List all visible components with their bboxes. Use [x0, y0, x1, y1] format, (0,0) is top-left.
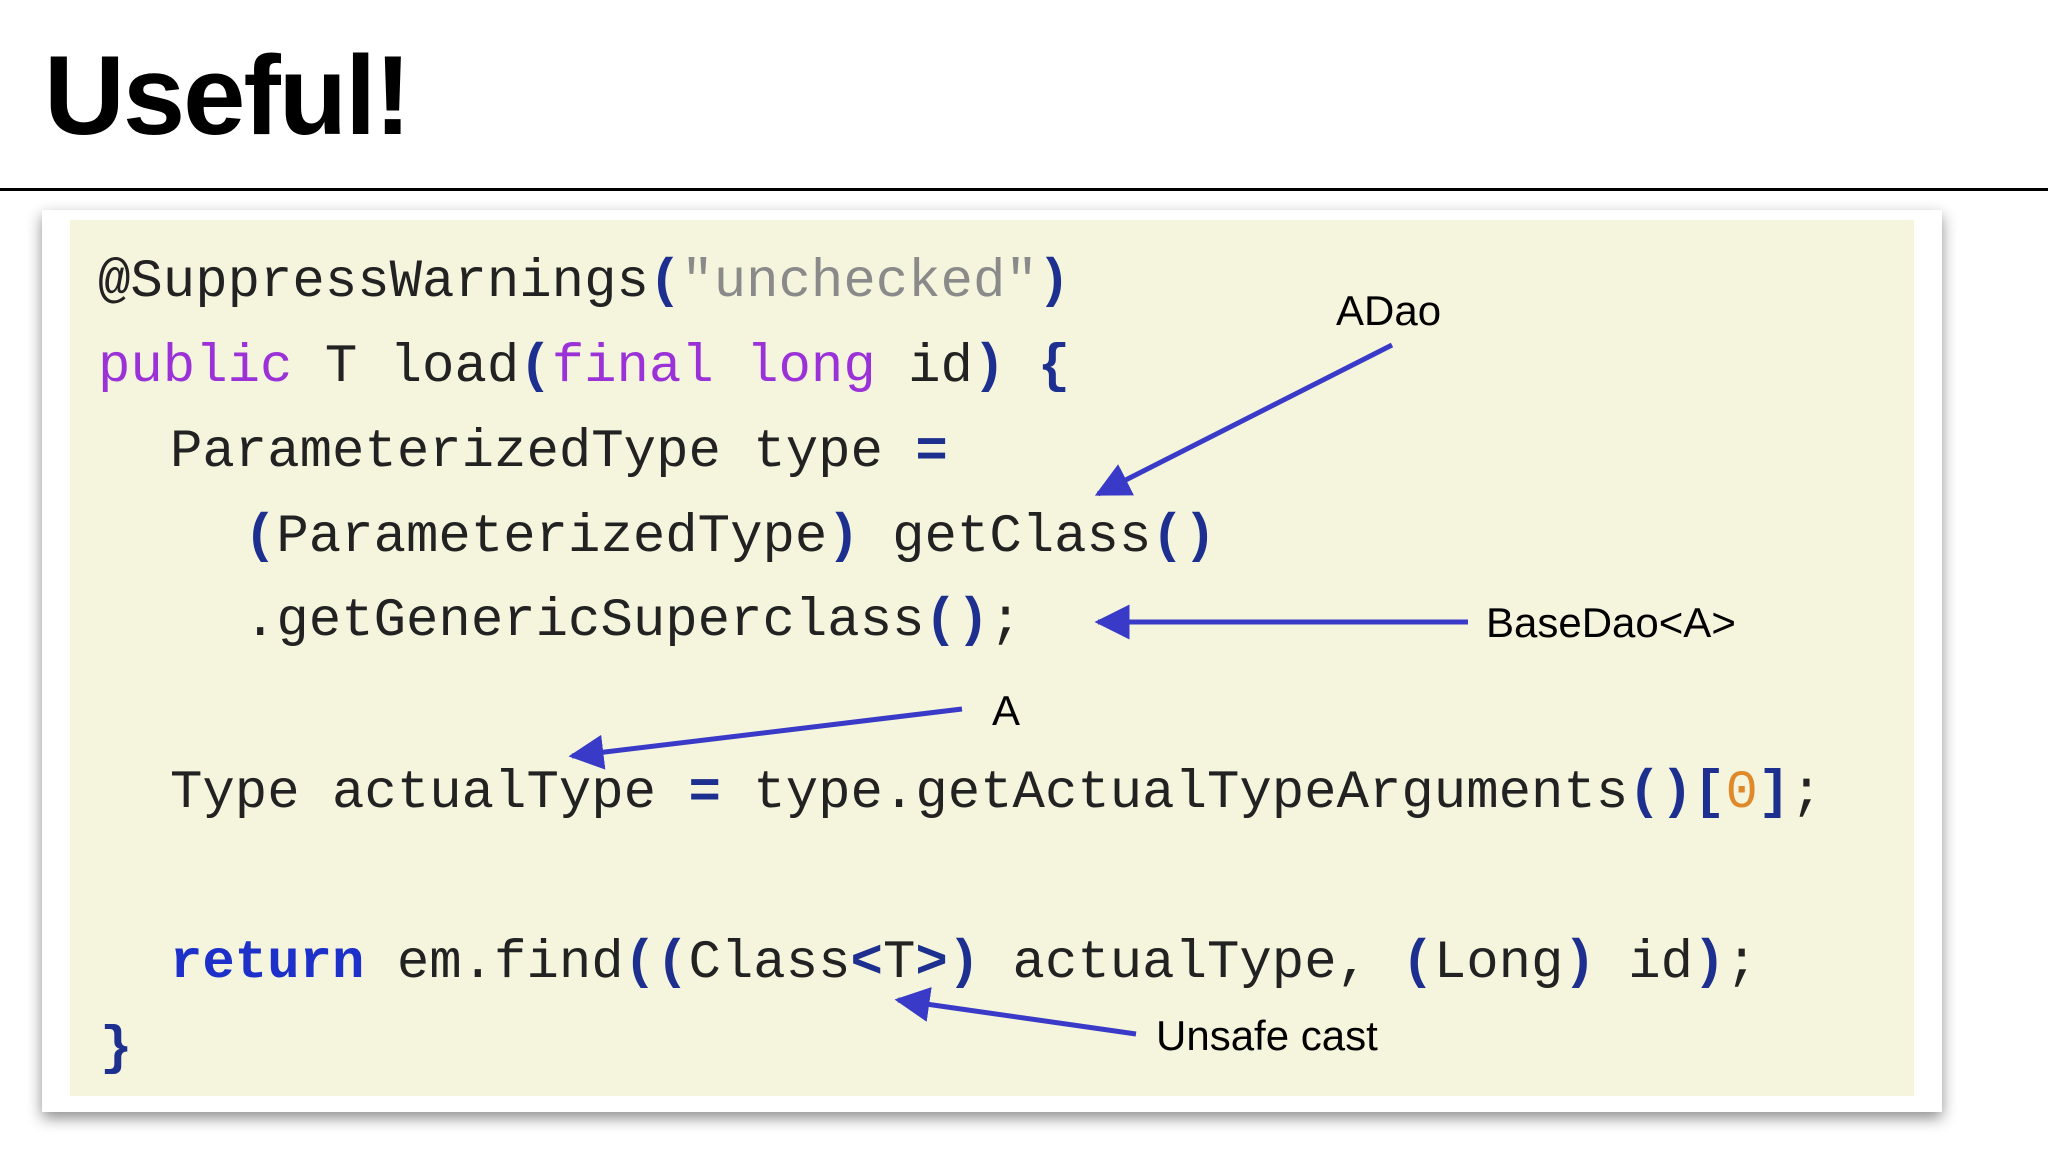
paren-token: () — [924, 591, 990, 652]
paren-token: ) — [1693, 933, 1726, 994]
bracket-token: [ — [1693, 763, 1726, 824]
paren-token: ) — [947, 933, 981, 994]
bracket-token: ] — [1757, 763, 1791, 824]
code-text: Type actualType — [170, 763, 689, 824]
code-line-2: public T load(final long id) { — [98, 341, 1070, 395]
brace-token: { — [1037, 337, 1071, 398]
annotation-token: @SuppressWarnings — [98, 252, 649, 313]
arrow-adao — [1094, 342, 1394, 497]
paren-token: () — [1628, 763, 1694, 824]
angle-token: > — [915, 933, 948, 994]
paren-token: ( — [648, 252, 682, 313]
annotation-basedao: BaseDao<A> — [1486, 599, 1736, 646]
semicolon-token: ; — [1725, 933, 1758, 994]
code-text: ParameterizedType — [276, 507, 828, 568]
code-text: Long — [1433, 933, 1564, 994]
code-line-3: ParameterizedType type = — [170, 426, 948, 480]
angle-token: < — [850, 933, 883, 994]
arrow-a — [568, 706, 963, 770]
semicolon-token: ; — [989, 591, 1022, 652]
code-text: Class — [688, 933, 851, 994]
brace-token: } — [100, 1019, 133, 1080]
number-literal: 0 — [1725, 763, 1758, 824]
code-line-5: .getGenericSuperclass(); — [244, 595, 1022, 649]
paren-token: ) — [1563, 933, 1596, 994]
code-text: id — [875, 337, 973, 398]
keyword-public: public — [98, 337, 293, 398]
annotation-adao: ADao — [1336, 287, 1442, 334]
slide-title: Useful! — [44, 33, 412, 158]
paren-token: (( — [623, 933, 689, 994]
paren-token: ) — [827, 507, 860, 568]
code-text: type.getActualTypeArguments — [720, 763, 1629, 824]
annotation-a: A — [992, 687, 1021, 734]
code-text: em.find — [364, 933, 624, 994]
code-text: T load — [292, 337, 520, 398]
code-text: ParameterizedType type — [170, 422, 916, 483]
paren-token: ( — [1401, 933, 1434, 994]
code-line-4: (ParameterizedType) getClass() — [244, 511, 1216, 565]
code-line-8: } — [100, 1023, 132, 1077]
paren-token: () — [1151, 507, 1217, 568]
code-line-1: @SuppressWarnings("unchecked") — [98, 256, 1070, 310]
string-literal: "unchecked" — [681, 252, 1038, 313]
equals-token: = — [688, 763, 721, 824]
code-text: getClass — [859, 507, 1152, 568]
keyword-return: return — [170, 933, 365, 994]
annotation-unsafe-cast: Unsafe cast — [1156, 1012, 1378, 1059]
paren-token: ( — [244, 507, 277, 568]
equals-token: = — [915, 422, 948, 483]
paren-token: ( — [519, 337, 552, 398]
keyword-long: long — [746, 337, 876, 398]
code-text: T — [882, 933, 916, 994]
keyword-final: final — [551, 337, 714, 398]
code-text: .getGenericSuperclass — [244, 591, 925, 652]
paren-token: ) — [972, 337, 1006, 398]
code-line-7: return em.find((Class<T>) actualType, (L… — [170, 937, 1758, 991]
code-line-6: Type actualType = type.getActualTypeArgu… — [170, 767, 1823, 821]
semicolon-token: ; — [1790, 763, 1823, 824]
code-text: id — [1595, 933, 1694, 994]
arrow-unsafe-cast — [894, 987, 1137, 1037]
title-divider — [0, 188, 2048, 191]
code-panel — [70, 220, 1914, 1096]
code-text: actualType, — [980, 933, 1402, 994]
paren-token: ) — [1037, 252, 1071, 313]
